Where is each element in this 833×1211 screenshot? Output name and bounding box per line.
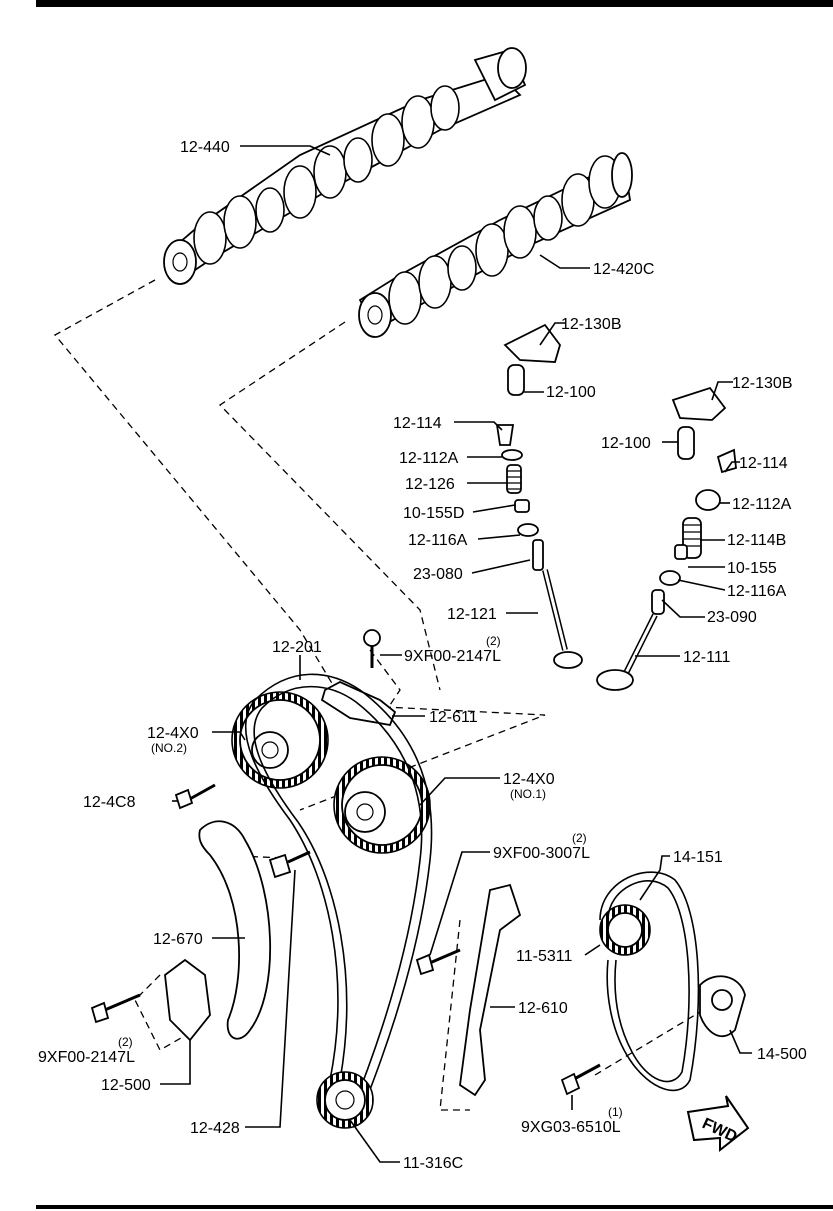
- leader-lines: [160, 145, 752, 1163]
- label-valve-keeper-left: 12-114: [393, 415, 442, 432]
- label-oil-pump-chain: 14-151: [673, 849, 723, 866]
- label-chain-tensioner: 12-500: [101, 1077, 151, 1094]
- label-camshaft-exhaust: 12-440: [180, 139, 230, 156]
- chain-guide-right-drawing: [415, 883, 522, 1097]
- oil-pump-assembly-drawing: [560, 871, 746, 1096]
- label-bolt-top: 9XF00-2147L: [404, 648, 501, 665]
- qty-bolt-guide: (2): [572, 831, 587, 845]
- callout-labels: 12-440 12-420C 12-130B 12-100 12-130B 12…: [38, 139, 807, 1172]
- bottom-border: [36, 1205, 833, 1209]
- label-bolt-guide: 9XF00-3007L: [493, 845, 590, 862]
- label-valve-keeper-right: 12-114: [739, 455, 788, 472]
- qty-bolt-pump: (1): [608, 1105, 623, 1119]
- label-spring-seat-lower-left: 12-116A: [408, 532, 468, 549]
- label-valve-spring-right: 12-114B: [727, 532, 786, 549]
- tensioner-arm-drawing: [198, 820, 272, 1040]
- alignment-lines: [53, 279, 721, 1111]
- label-bolt-pump: 9XG03-6510L: [521, 1119, 621, 1136]
- label-oil-pump-sprocket: 11-5311: [516, 948, 572, 965]
- label-valve-seal-right: 10-155: [727, 560, 777, 577]
- label-rocker-arm-left: 12-130B: [561, 316, 622, 333]
- label-valve-left: 12-121: [447, 606, 497, 623]
- label-oil-pump-tensioner: 14-500: [757, 1046, 807, 1063]
- label-bolt-tensioner: 9XF00-2147L: [38, 1049, 135, 1066]
- label-chain-guide-right: 12-610: [518, 1000, 568, 1017]
- crank-sprocket-drawing: [316, 1071, 374, 1129]
- note-vvt-sprocket-no2: (NO.2): [151, 741, 187, 755]
- camshaft-intake-drawing: [358, 152, 633, 338]
- label-camshaft-intake: 12-420C: [593, 261, 654, 278]
- label-valve-guide-left: 23-080: [413, 566, 463, 583]
- label-vvt-sprocket-no2: 12-4X0: [147, 725, 199, 742]
- label-lash-adjuster-left: 12-100: [546, 384, 596, 401]
- valve-train-right-drawing: [596, 386, 737, 691]
- label-spring-seat-lower-right: 12-116A: [727, 583, 787, 600]
- chain-tensioner-drawing: [90, 958, 211, 1042]
- note-vvt-sprocket-no1: (NO.1): [510, 787, 546, 801]
- label-rocker-arm-right: 12-130B: [732, 375, 793, 392]
- label-spring-seat-upper-right: 12-112A: [732, 496, 792, 513]
- top-border: [36, 0, 833, 7]
- timing-chain-drawing: [245, 673, 433, 1111]
- label-sprocket-bolt: 12-4C8: [83, 794, 136, 811]
- pivot-bolt-drawing: [268, 850, 311, 879]
- qty-bolt-tensioner: (2): [118, 1035, 133, 1049]
- label-valve-seal-left: 10-155D: [403, 505, 464, 522]
- qty-bolt-top: (2): [486, 634, 501, 648]
- label-lash-adjuster-right: 12-100: [601, 435, 651, 452]
- camshaft-exhaust-drawing: [163, 47, 527, 285]
- vvt-sprocket-no1-drawing: [333, 756, 431, 854]
- label-chain-guide-top: 12-611: [429, 709, 478, 726]
- fwd-arrow-icon: FWD: [686, 1095, 750, 1153]
- valve-train-left-drawing: [495, 323, 583, 669]
- label-tensioner-arm: 12-670: [153, 931, 203, 948]
- label-valve-guide-right: 23-090: [707, 609, 757, 626]
- sprocket-bolt-drawing: [174, 783, 216, 810]
- label-vvt-sprocket-no1: 12-4X0: [503, 771, 555, 788]
- label-timing-chain: 12-201: [272, 639, 322, 656]
- label-valve-right: 12-111: [683, 649, 731, 666]
- label-crank-sprocket: 11-316C: [403, 1155, 463, 1172]
- label-spring-seat-upper-left: 12-112A: [399, 450, 459, 467]
- label-valve-spring-left: 12-126: [405, 476, 455, 493]
- label-pivot-bolt: 12-428: [190, 1120, 240, 1137]
